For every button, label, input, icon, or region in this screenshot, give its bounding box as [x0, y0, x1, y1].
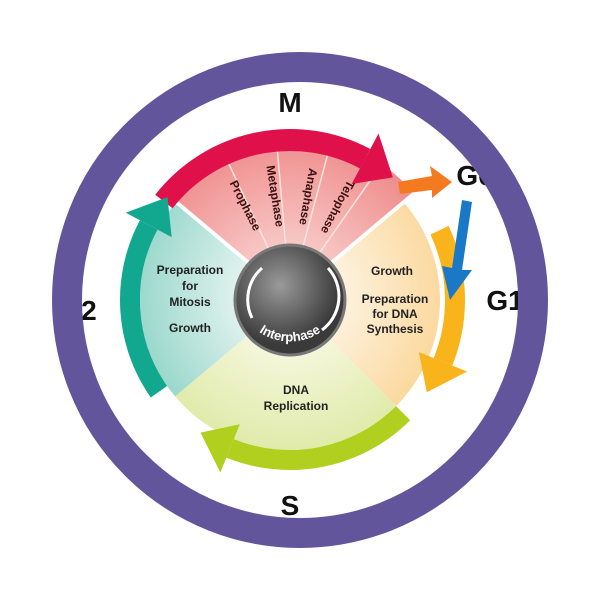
g2-arrow-arrowhead: [125, 197, 172, 238]
hub-arrow-right: [321, 266, 341, 332]
s-arrow-arrowhead: [200, 424, 240, 473]
s-arrow-arc: [226, 405, 411, 470]
stage-m-label: M: [278, 87, 301, 118]
g1-arrow-arrowhead: [418, 352, 468, 393]
outer-ring: [52, 52, 548, 548]
g1-sector: [290, 203, 440, 407]
g1-text-2: Preparation: [362, 292, 429, 306]
m-arrow-arc: [155, 129, 371, 209]
g2-text-2: for: [182, 279, 198, 293]
g0-enter-arrow: [398, 166, 452, 198]
interphase-label: Interphase: [257, 322, 322, 345]
m-sector: [167, 134, 413, 295]
g2-text-3: Mitosis: [169, 295, 211, 309]
g2-text-4: Growth: [169, 321, 211, 335]
g1-text-1: Growth: [371, 264, 413, 278]
g1-text-4: Synthesis: [367, 322, 424, 336]
g1-arrow-arc: [430, 226, 465, 366]
g2-arrow-arc: [120, 220, 168, 398]
g2-sector: [140, 203, 290, 397]
s-text-1: DNA: [283, 383, 309, 397]
g2-text-1: Preparation: [157, 263, 224, 277]
m-arrow-arrowhead: [351, 133, 393, 184]
stage-g1-label: G1: [486, 285, 523, 316]
hub-arrow-left: [246, 266, 264, 319]
g1-text-3: for DNA: [372, 307, 418, 321]
stage-s-label: S: [281, 490, 300, 521]
s-sector: [175, 300, 397, 450]
s-text-2: Replication: [264, 399, 329, 413]
g0-return-arrow: [442, 200, 472, 300]
interphase-hub: [233, 243, 347, 357]
